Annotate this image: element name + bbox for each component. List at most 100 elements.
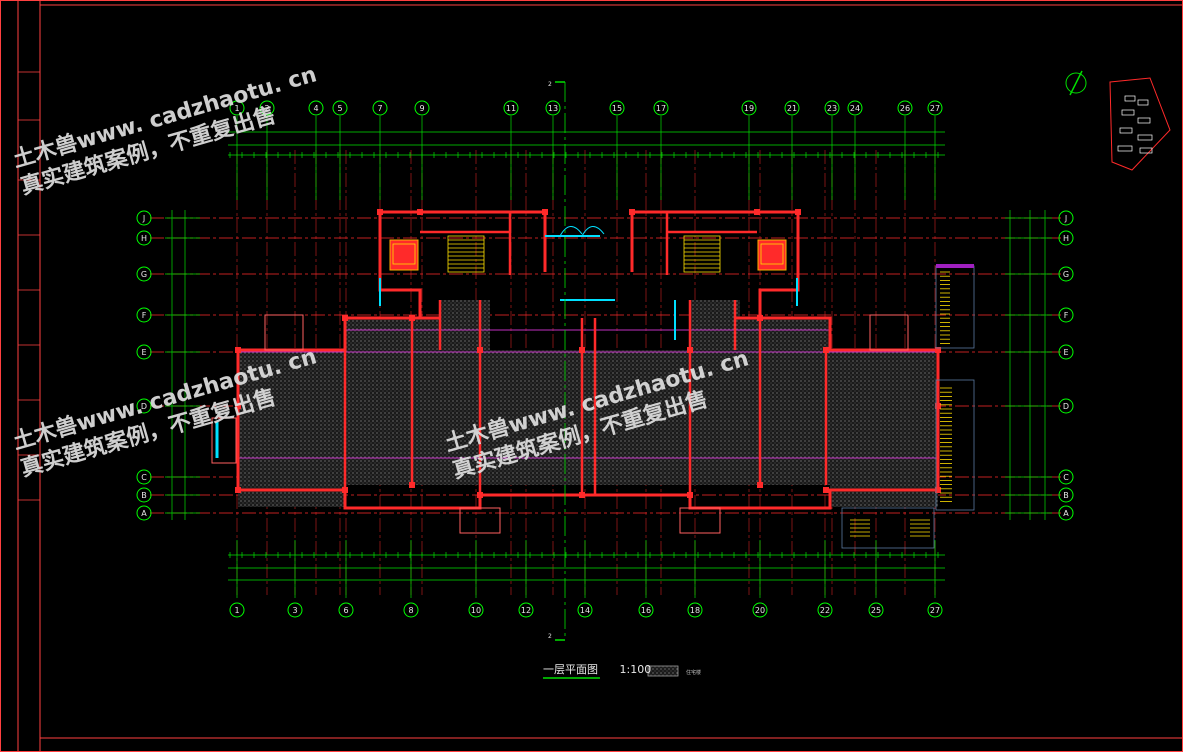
svg-text:F: F — [142, 311, 147, 320]
svg-text:E: E — [141, 348, 146, 357]
site-key-plan — [1109, 77, 1171, 171]
svg-text:12: 12 — [521, 606, 531, 615]
axis-bubble-right-H: H — [1058, 230, 1074, 246]
svg-text:C: C — [141, 473, 147, 482]
section-mark — [555, 81, 566, 641]
axis-bubble-top-24: 24 — [847, 100, 863, 116]
elevator-shafts — [389, 239, 787, 271]
axis-bubble-left-A: A — [136, 505, 152, 521]
svg-text:23: 23 — [827, 104, 837, 113]
axis-bubble-left-C: C — [136, 469, 152, 485]
dimension-lines — [165, 116, 1052, 598]
elevator-left — [389, 239, 419, 271]
axis-bubble-top-21: 21 — [784, 100, 800, 116]
stairs — [447, 235, 975, 549]
axis-bubble-left-E: E — [136, 344, 152, 360]
axis-bubble-left-H: H — [136, 230, 152, 246]
svg-text:19: 19 — [744, 104, 754, 113]
svg-text:E: E — [1063, 348, 1068, 357]
axis-bubble-bottom-3: 3 — [287, 602, 303, 618]
svg-text:G: G — [141, 270, 147, 279]
axis-bubble-top-1: 1 — [229, 100, 245, 116]
axis-bubble-top-5: 5 — [332, 100, 348, 116]
svg-text:D: D — [141, 402, 147, 411]
axis-labels-left: JH G F E D CBA — [136, 210, 152, 521]
axis-bubble-right-F: F — [1058, 307, 1074, 323]
axis-bubble-left-B: B — [136, 487, 152, 503]
svg-text:24: 24 — [850, 104, 860, 113]
drawing-title-block: 一层平面图 1:100 — [543, 661, 651, 677]
axis-bubble-bottom-14: 14 — [577, 602, 593, 618]
svg-text:2: 2 — [264, 104, 269, 113]
axis-bubble-right-J: J — [1058, 210, 1074, 226]
purple-guide-lines — [238, 329, 938, 459]
svg-text:J: J — [142, 214, 145, 223]
svg-text:1: 1 — [234, 104, 239, 113]
elevator-right — [757, 239, 787, 271]
svg-text:G: G — [1063, 270, 1069, 279]
svg-text:D: D — [1063, 402, 1069, 411]
svg-text:15: 15 — [612, 104, 622, 113]
svg-text:27: 27 — [930, 104, 940, 113]
section-mark-bottom: 2 — [548, 633, 552, 640]
svg-text:16: 16 — [641, 606, 651, 615]
axis-bubble-top-27: 27 — [927, 100, 943, 116]
svg-text:A: A — [1063, 509, 1069, 518]
axis-bubble-bottom-22: 22 — [817, 602, 833, 618]
axis-bubble-top-17: 17 — [653, 100, 669, 116]
svg-text:22: 22 — [820, 606, 830, 615]
floor-slab-areas — [238, 300, 938, 507]
axis-bubble-bottom-18: 18 — [687, 602, 703, 618]
doors-windows — [215, 226, 798, 458]
svg-text:J: J — [1064, 214, 1067, 223]
drawing-title: 一层平面图 — [543, 663, 598, 676]
axis-bubble-bottom-10: 10 — [468, 602, 484, 618]
structural-columns — [235, 209, 941, 498]
svg-text:9: 9 — [419, 104, 424, 113]
legend-note: 住宅楼 — [686, 669, 701, 676]
svg-text:A: A — [141, 509, 147, 518]
axis-bubble-bottom-16: 16 — [638, 602, 654, 618]
svg-text:B: B — [141, 491, 147, 500]
axis-bubble-left-G: G — [136, 266, 152, 282]
axis-bubble-top-7: 7 — [372, 100, 388, 116]
drawing-scale: 1:100 — [619, 663, 652, 676]
axis-bubble-bottom-1: 1 — [229, 602, 245, 618]
left-title-strip — [18, 71, 40, 501]
svg-text:7: 7 — [377, 104, 382, 113]
axis-bubble-top-26: 26 — [897, 100, 913, 116]
axis-bubble-bottom-12: 12 — [518, 602, 534, 618]
axis-bubble-right-G: G — [1058, 266, 1074, 282]
svg-text:4: 4 — [313, 104, 318, 113]
svg-text:13: 13 — [548, 104, 558, 113]
svg-text:C: C — [1063, 473, 1069, 482]
axis-bubble-bottom-8: 8 — [403, 602, 419, 618]
axis-labels-right: J H G F E D CBA — [1058, 210, 1074, 521]
axis-labels-bottom: 1 3 6 8 10 12 14 16 18 20 22 25 27 — [229, 602, 943, 618]
svg-text:5: 5 — [337, 104, 342, 113]
svg-text:B: B — [1063, 491, 1069, 500]
axis-bubble-left-F: F — [136, 307, 152, 323]
axis-bubble-top-13: 13 — [545, 100, 561, 116]
axis-bubble-left-J: J — [136, 210, 152, 226]
svg-text:10: 10 — [471, 606, 481, 615]
svg-text:21: 21 — [787, 104, 797, 113]
svg-text:14: 14 — [580, 606, 590, 615]
svg-text:H: H — [1063, 234, 1069, 243]
svg-text:1: 1 — [234, 606, 239, 615]
svg-text:F: F — [1064, 311, 1069, 320]
svg-text:20: 20 — [755, 606, 765, 615]
svg-text:26: 26 — [900, 104, 910, 113]
entrance-details — [211, 314, 909, 534]
svg-text:11: 11 — [506, 104, 516, 113]
svg-text:8: 8 — [408, 606, 413, 615]
axis-bubble-bottom-27: 27 — [927, 602, 943, 618]
axis-bubble-right-E: E — [1058, 344, 1074, 360]
svg-text:18: 18 — [690, 606, 700, 615]
axis-bubble-bottom-25: 25 — [868, 602, 884, 618]
axis-bubble-top-4: 4 — [308, 100, 324, 116]
svg-text:6: 6 — [343, 606, 348, 615]
axis-bubble-bottom-6: 6 — [338, 602, 354, 618]
